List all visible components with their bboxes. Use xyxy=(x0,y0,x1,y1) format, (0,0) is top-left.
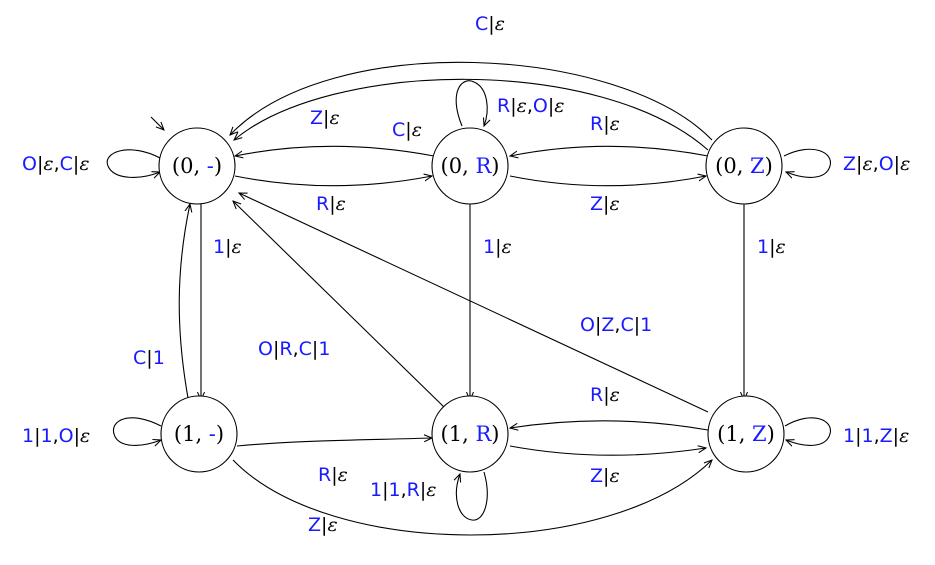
svg-text:(0, R): (0, R) xyxy=(441,154,500,178)
label-0m-to-1m: 1|ε xyxy=(213,236,242,258)
edge-0m-self xyxy=(106,149,160,178)
edge-0Z-self xyxy=(783,148,831,177)
edge-1Z-to-0m xyxy=(239,193,709,413)
label-0m-to-0R: R|ε xyxy=(316,193,346,215)
label-top-arc: C|ε xyxy=(475,13,505,35)
edge-1R-to-0m xyxy=(233,201,446,409)
state-1-Z: (1, Z) xyxy=(707,395,785,473)
label-1R-to-0m: O|R,C|1 xyxy=(258,338,330,360)
label-0R-self: R|ε,O|ε xyxy=(497,95,564,117)
state-0-dash: (0, -) xyxy=(158,127,236,205)
edge-1m-self xyxy=(112,417,161,446)
label-0R-to-1R: 1|ε xyxy=(483,236,512,258)
edge-1R-self xyxy=(456,471,488,521)
label-1Z-to-1R: R|ε xyxy=(590,384,620,406)
label-bottom-arc: Z|ε xyxy=(308,514,338,536)
label-1m-to-1R: R|ε xyxy=(318,464,348,486)
edge-0R-to-0m xyxy=(235,145,435,156)
edge-bottom-arc xyxy=(232,460,712,536)
label-0R-to-0Z: Z|ε xyxy=(590,193,620,215)
state-0-Z: (0, Z) xyxy=(705,127,783,205)
label-0R-to-0m: C|ε xyxy=(392,119,422,141)
edge-1R-to-1Z xyxy=(509,446,706,456)
edge-1Z-self xyxy=(784,417,831,446)
edge-1m-to-0m xyxy=(178,204,190,399)
edge-0Z-to-0m xyxy=(234,78,709,151)
svg-text:(0, -): (0, -) xyxy=(172,154,222,178)
label-1m-self: 1|1,O|ε xyxy=(22,425,90,447)
edge-1m-to-1R xyxy=(236,438,432,447)
svg-text:(0, Z): (0, Z) xyxy=(715,154,773,178)
label-0Z-self: Z|ε,O|ε xyxy=(843,153,910,175)
edge-0Z-to-0R xyxy=(510,145,709,156)
label-0Z-to-1Z: 1|ε xyxy=(757,236,786,258)
label-1m-to-0m: C|1 xyxy=(133,347,165,369)
svg-text:(1, Z): (1, Z) xyxy=(717,422,775,446)
label-1Z-to-0m: O|Z,C|1 xyxy=(580,314,652,336)
state-1-dash: (1, -) xyxy=(160,395,238,473)
svg-text:(1, -): (1, -) xyxy=(174,422,224,446)
svg-text:(1, R): (1, R) xyxy=(441,422,500,446)
label-1R-self: 1|1,R|ε xyxy=(370,479,436,501)
edge-0R-self xyxy=(455,80,487,126)
edge-top-arc xyxy=(230,61,713,141)
state-1-R: (1, R) xyxy=(431,395,509,473)
label-1R-to-1Z: Z|ε xyxy=(590,465,620,487)
label-0Z-to-0m: Z|ε xyxy=(310,107,340,129)
edge-0R-to-0Z xyxy=(509,176,706,187)
initial-arrow xyxy=(150,116,164,130)
label-1Z-self: 1|1,Z|ε xyxy=(843,425,909,447)
label-0Z-to-0R: R|ε xyxy=(590,113,620,135)
label-0m-self: O|ε,C|ε xyxy=(22,153,90,175)
edge-0m-to-0R xyxy=(234,176,432,187)
state-0-R: (0, R) xyxy=(431,127,509,205)
edge-1Z-to-1R xyxy=(510,420,709,430)
